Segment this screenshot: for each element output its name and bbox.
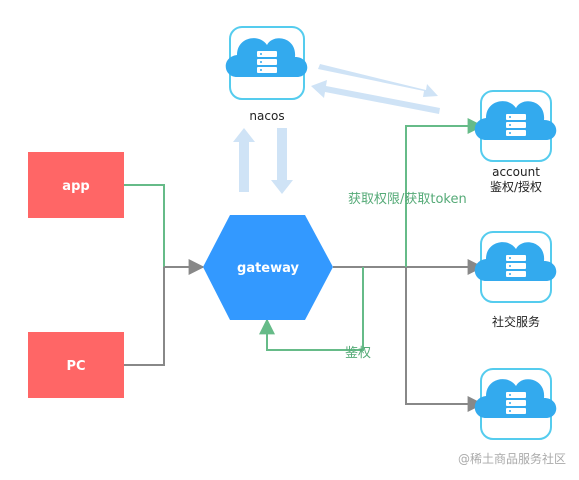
social-service-node: 社交服务 (474, 231, 557, 329)
pc-edge (124, 267, 165, 366)
app-label: app (62, 179, 89, 194)
bottom-service-node (474, 368, 557, 440)
pc-node: PC (28, 332, 124, 398)
pc-label: PC (66, 359, 85, 374)
gateway-label: gateway (237, 261, 299, 276)
nacos-account-link (311, 64, 440, 114)
nacos-gateway-link (233, 128, 293, 194)
account-label: account (492, 165, 540, 179)
down-arrow-to-gateway (271, 128, 293, 194)
watermark: @稀土商品服务社区 (458, 451, 566, 466)
gateway-to-services-edges (259, 118, 484, 412)
edge-to-account (405, 118, 484, 267)
verify-edge-label: 鉴权 (345, 345, 371, 361)
account-node: account 鉴权/授权 (474, 90, 557, 194)
gateway-node: gateway (203, 215, 333, 320)
up-arrow-to-nacos (233, 128, 255, 192)
social-label: 社交服务 (492, 314, 540, 329)
nacos-label: nacos (249, 109, 284, 123)
auth-edge-label: 获取权限/获取token (348, 191, 467, 207)
app-edge (124, 184, 165, 267)
arrow-to-nacos (311, 80, 440, 114)
arrow-to-account (318, 64, 438, 97)
nacos-node: nacos (225, 26, 308, 123)
client-to-gateway-edges (124, 184, 205, 366)
account-sublabel: 鉴权/授权 (490, 179, 542, 194)
verify-loop-edge (259, 267, 364, 351)
app-node: app (28, 152, 124, 218)
edge-to-bottom-service (405, 267, 484, 412)
